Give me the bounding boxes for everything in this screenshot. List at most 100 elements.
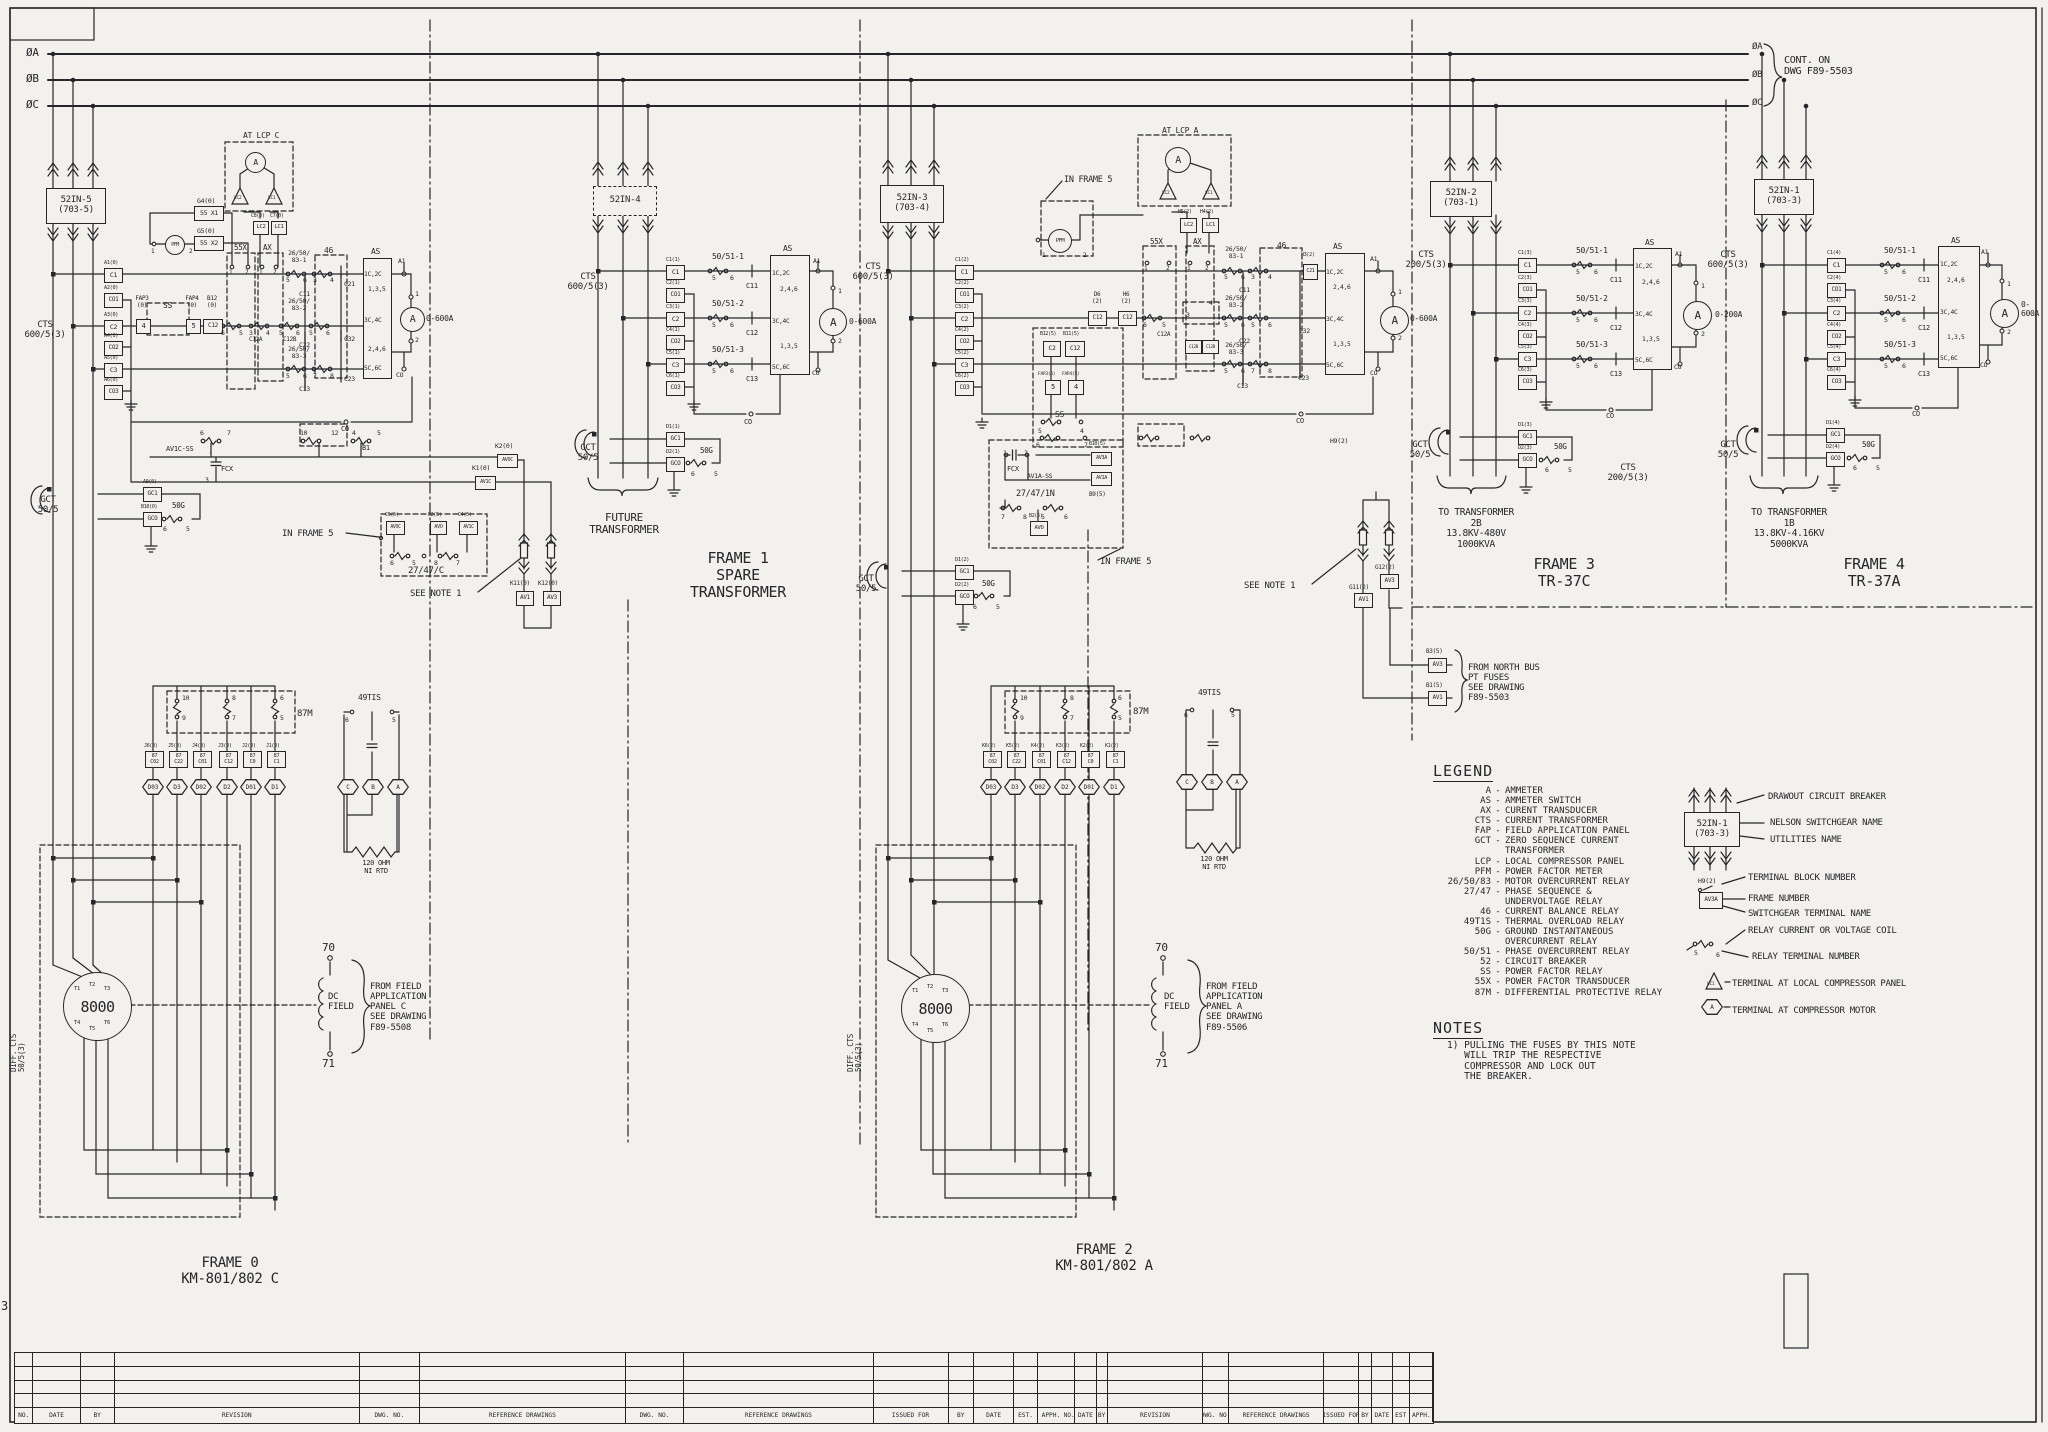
hex-label: A bbox=[388, 780, 408, 794]
title-block-empty-row bbox=[973, 1381, 1014, 1395]
text-50-51-3: 50/51-3 bbox=[712, 345, 744, 354]
text-6: 6 bbox=[1143, 321, 1147, 329]
text-50-51-2: 50/51-2 bbox=[1884, 294, 1916, 303]
text-d2-4: D2(4) bbox=[1826, 444, 1841, 450]
phase-b-right: ØB bbox=[1752, 70, 1763, 80]
text-1: 1 bbox=[1042, 252, 1046, 259]
box-gc1: GC1 bbox=[143, 487, 162, 502]
legend-abbr: SS bbox=[1480, 967, 1491, 978]
text-70: 70 bbox=[1155, 941, 1168, 954]
legend-item-55x: 55X-POWER FACTOR TRANSDUCER bbox=[1433, 977, 1773, 987]
title-block-empty-row bbox=[1075, 1367, 1096, 1381]
title-block-header: APPH. bbox=[1041, 1412, 1061, 1419]
text-d1-2: D1(2) bbox=[955, 557, 970, 563]
title-block-header: DATE bbox=[49, 1412, 64, 1419]
title-block-column-no: NO. bbox=[1064, 1353, 1075, 1423]
text-b2-5: B2(5) bbox=[428, 512, 442, 518]
text-k12-0: K12(0) bbox=[538, 580, 558, 587]
f0-field-note: FROM FIELD APPLICATION PANEL C SEE DRAWI… bbox=[370, 982, 427, 1033]
title-block-empty-row bbox=[419, 1353, 625, 1367]
title-block-header: REVISION bbox=[221, 1412, 252, 1419]
f0-cts: CTS 600/5(3) bbox=[24, 320, 66, 341]
title-block-empty-row bbox=[1096, 1381, 1107, 1395]
title-block-empty-row bbox=[1372, 1394, 1392, 1408]
text-4: 4 bbox=[330, 276, 334, 284]
legend-dash: - bbox=[1495, 816, 1501, 827]
title-block-header: DWG. NO. bbox=[639, 1412, 670, 1419]
text-3: 3 bbox=[205, 476, 209, 484]
title-block-empty-row bbox=[1392, 1353, 1409, 1367]
text-6: 6 bbox=[1594, 268, 1598, 276]
box-co3: CO3 bbox=[104, 385, 123, 400]
text-2: 2 bbox=[1398, 334, 1402, 342]
box-c12: C12 bbox=[203, 319, 223, 334]
box-c1: C1 bbox=[104, 268, 123, 283]
legend-desc: CURENT TRANSDUCER bbox=[1505, 806, 1598, 817]
box-87-c22: 87 C22 bbox=[1007, 751, 1026, 768]
box-av1: AV1 bbox=[1354, 593, 1373, 608]
title-block-empty-row bbox=[1203, 1381, 1228, 1395]
text-co: CO bbox=[1912, 410, 1920, 418]
title-block-column-dwg-no: DWG. NO. bbox=[1202, 1353, 1228, 1423]
text-c2-1: C2(1) bbox=[666, 280, 681, 286]
title-block-empty-row bbox=[1096, 1353, 1107, 1367]
title-block-empty-row bbox=[1096, 1394, 1107, 1408]
text-b12-0: B12 (0) bbox=[207, 295, 217, 309]
text-70: 70 bbox=[322, 941, 335, 954]
text-b1: B1 bbox=[362, 444, 370, 452]
title-block-empty-row bbox=[1107, 1381, 1203, 1395]
text-55x: 55X bbox=[234, 243, 247, 252]
box-co3: CO3 bbox=[1827, 375, 1846, 390]
text-lc1: LC1 bbox=[1707, 982, 1715, 987]
text-t5: T5 bbox=[89, 1026, 96, 1032]
title-block-header: REFERENCE DRAWINGS bbox=[744, 1412, 812, 1419]
text-h6-2: H6 (2) bbox=[1121, 291, 1131, 305]
box-gc1: GC1 bbox=[666, 432, 685, 447]
f0-lcp-ammeter: A bbox=[245, 152, 266, 173]
title-block-empty-row bbox=[1409, 1381, 1433, 1395]
title-block-empty-row bbox=[1228, 1367, 1324, 1381]
box-av1c: AV1C bbox=[475, 476, 496, 490]
terminal-hex-d03: D03 bbox=[142, 779, 164, 795]
box-87-c1: 87 C1 bbox=[267, 751, 286, 768]
text-c1-2: C1(2) bbox=[955, 257, 970, 263]
legend-desc: FIELD APPLICATION PANEL bbox=[1505, 826, 1630, 837]
text-2-4-6: 2,4,6 bbox=[1642, 279, 1660, 286]
hex-label: D02 bbox=[191, 780, 211, 794]
text-c12b: C12B bbox=[283, 336, 297, 343]
title-block-header: REFERENCE DRAWINGS bbox=[488, 1412, 556, 1419]
title-block-empty-row bbox=[114, 1394, 359, 1408]
text-t4: T4 bbox=[74, 1020, 81, 1026]
f4-ammeter: A bbox=[1990, 299, 2019, 328]
text-3c-4c: 3C,4C bbox=[1940, 309, 1958, 316]
title-block-empty-row bbox=[684, 1381, 873, 1395]
text-lc2: LC2 bbox=[1162, 191, 1170, 196]
hex-label: A bbox=[1702, 1000, 1722, 1014]
text-c1-4: C1(4) bbox=[1827, 250, 1842, 256]
terminal-hex-d01: D01 bbox=[1078, 779, 1100, 795]
text-6: 6 bbox=[730, 321, 734, 329]
box-co2: CO2 bbox=[666, 335, 685, 350]
text-5: 5 bbox=[1231, 711, 1235, 719]
terminal-hex-d3: D3 bbox=[1004, 779, 1026, 795]
title-block-column-issued-for: ISSUED FOR bbox=[872, 1353, 948, 1423]
text-6: 6 bbox=[1184, 711, 1188, 719]
note-1: 1) PULLING THE FUSES BY THIS NOTE WILL T… bbox=[1447, 1040, 1636, 1083]
title-block-empty-row bbox=[33, 1381, 80, 1395]
text-a1: A1 bbox=[1370, 255, 1378, 263]
title-block-empty-row bbox=[1228, 1353, 1324, 1367]
text-2: 2 bbox=[245, 269, 249, 276]
terminal-hex-d03: D03 bbox=[980, 779, 1002, 795]
text-5: 5 bbox=[377, 429, 381, 437]
title-block-empty-row bbox=[15, 1367, 33, 1381]
text-g4-0: G4(0) bbox=[197, 197, 216, 205]
text-5: 5 bbox=[1884, 362, 1888, 370]
text-6: 6 bbox=[1268, 321, 1272, 329]
text-co: CO bbox=[812, 369, 820, 377]
text-5c-6c: 5C,6C bbox=[1326, 362, 1344, 369]
text-2: 2 bbox=[1024, 449, 1028, 457]
title-block-empty-row bbox=[80, 1381, 114, 1395]
box-c2: C2 bbox=[1043, 341, 1061, 357]
